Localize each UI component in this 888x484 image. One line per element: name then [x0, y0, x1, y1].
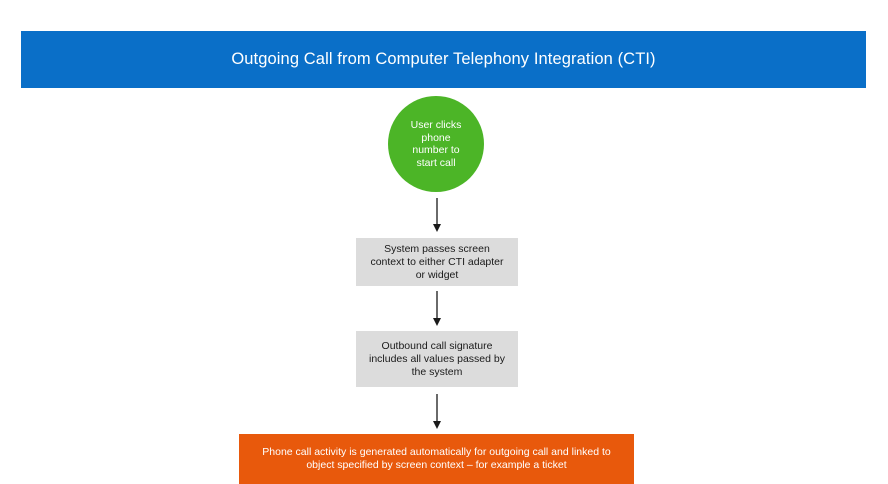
start-node-label: User clicks phone number to start call [410, 119, 462, 169]
result-node: Phone call activity is generated automat… [239, 434, 634, 484]
result-node-label: Phone call activity is generated automat… [262, 445, 611, 472]
diagram-title: Outgoing Call from Computer Telephony In… [231, 50, 656, 68]
step-node-screen-context: System passes screen context to either C… [356, 238, 518, 286]
step-node-label: System passes screen context to either C… [370, 242, 504, 281]
diagram-header: Outgoing Call from Computer Telephony In… [21, 31, 866, 88]
step-node-label: Outbound call signature includes all val… [369, 339, 505, 378]
step-node-call-signature: Outbound call signature includes all val… [356, 331, 518, 387]
start-node: User clicks phone number to start call [388, 96, 484, 192]
